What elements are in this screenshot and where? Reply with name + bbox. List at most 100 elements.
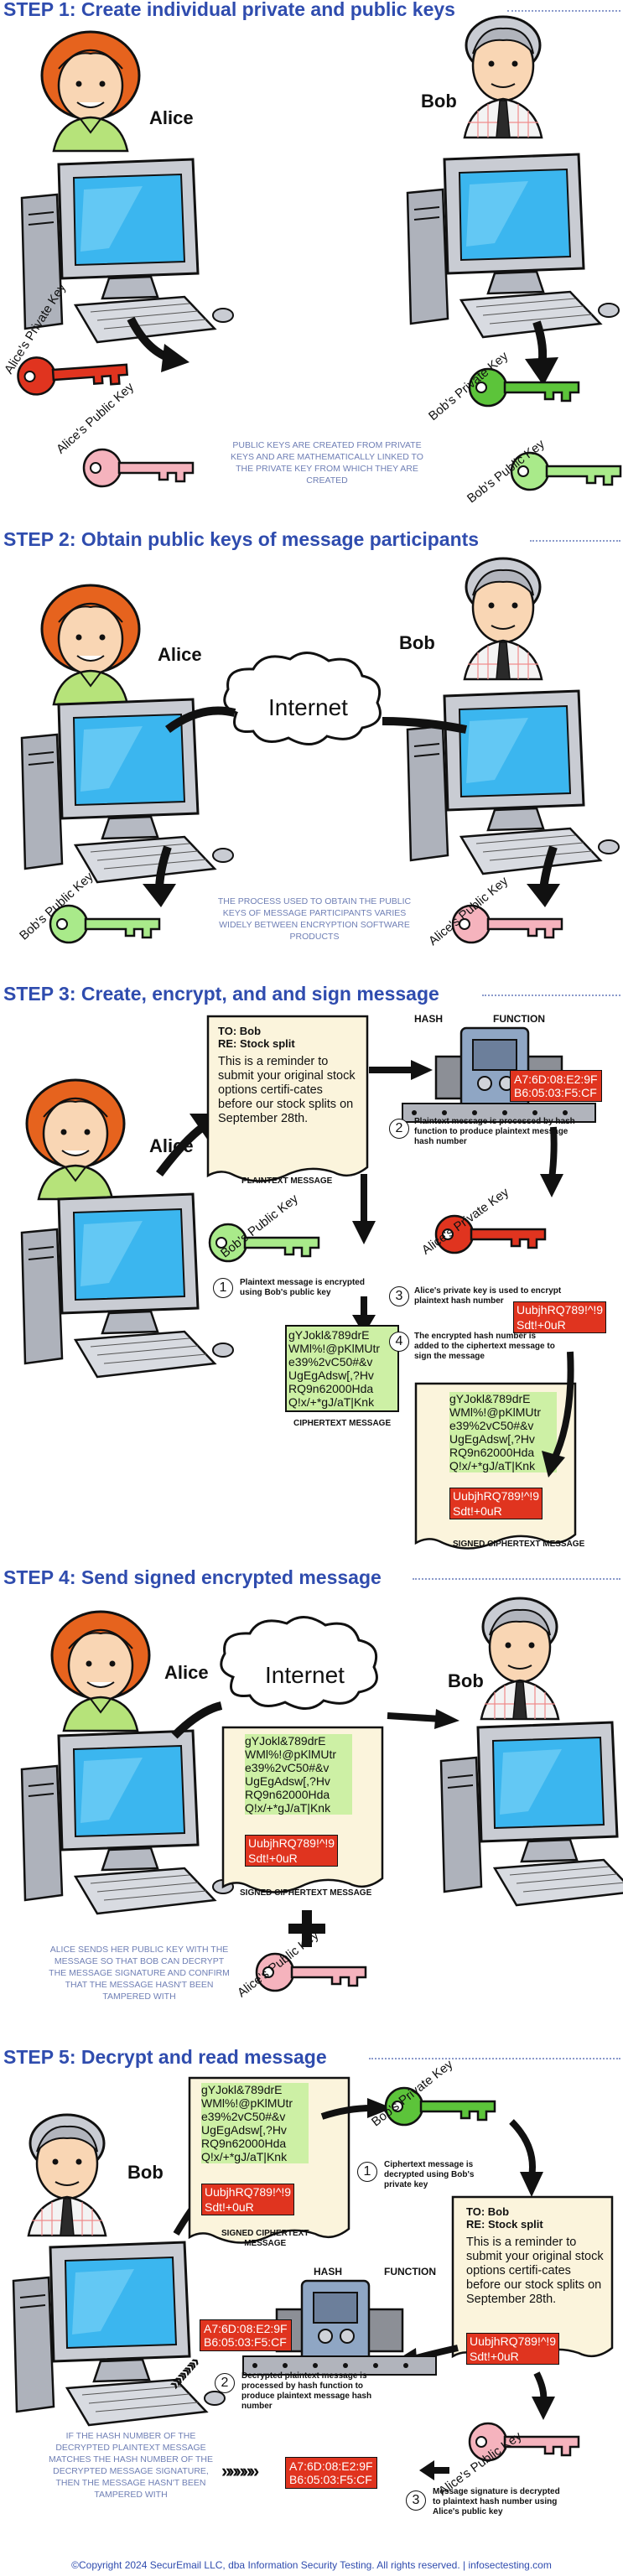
signature-line-2: Sdt!+0uR	[246, 1851, 338, 1866]
cipher-line: UgEgAdsw[,?Hv	[449, 1432, 557, 1446]
cipher-line: WMl%!@pKlMUtr	[201, 2096, 309, 2110]
step-1-note: PUBLIC KEYS ARE CREATED FROM PRIVATE KEY…	[231, 440, 423, 486]
step-4-note: ALICE SENDS HER PUBLIC KEY WITH THE MESS…	[49, 1945, 230, 2002]
signed-ciphertext-caption: SIGNED CIPHERTEXT MESSAGE	[221, 2229, 309, 2249]
signature-line-2: Sdt!+0uR	[514, 1317, 606, 1332]
title-rule	[530, 540, 620, 542]
ciphertext-message: gYJokl&789drE WMl%!@pKlMUtr e39%2vC50#&v…	[285, 1325, 399, 1412]
arrow-icon	[509, 2119, 543, 2197]
title-rule	[369, 2058, 620, 2059]
hash-line-1: A7:6D:08:E2:9F	[289, 2459, 373, 2473]
step-5-note: IF THE HASH NUMBER OF THE DECRYPTED PLAI…	[48, 2431, 214, 2500]
cipher-line: e39%2vC50#&v	[245, 1761, 352, 1774]
cipher-line: e39%2vC50#&v	[201, 2110, 309, 2123]
cipher-line: RQ9n62000Hda	[449, 1446, 557, 1459]
signed-ciphertext-message: gYJokl&789drE WMl%!@pKlMUtr e39%2vC50#&v…	[245, 1734, 352, 1815]
hash-function-machine	[241, 2279, 438, 2376]
step-3-title: STEP 3: Create, encrypt, and and sign me…	[3, 983, 439, 1005]
bob-name: Bob	[421, 91, 457, 112]
step-3-text-3: Alice's private key is used to encrypt p…	[414, 1286, 562, 1306]
step-1-title: STEP 1: Create individual private and pu…	[3, 0, 455, 20]
alice-avatar	[25, 1078, 126, 1201]
copyright-footer: ©Copyright 2024 SecurEmail LLC, dba Info…	[71, 2559, 552, 2571]
cipher-line: RQ9n62000Hda	[245, 1788, 352, 1801]
alice-name: Alice	[149, 107, 194, 128]
bob-avatar	[480, 1597, 560, 1721]
chevrons-icon: »»»»»	[221, 2460, 259, 2481]
cipher-line: WMl%!@pKlMUtr	[288, 1342, 396, 1355]
step-3-text-1: Plaintext message is encrypted using Bob…	[240, 1278, 365, 1297]
hash-label: HASH	[314, 2266, 343, 2277]
signature-line-1: UubjhRQ789!^!9	[246, 1836, 338, 1851]
bob-computer	[439, 1721, 623, 1907]
title-rule	[482, 995, 620, 996]
plaintext-message: TO: Bob RE: Stock split This is a remind…	[466, 2205, 609, 2307]
cipher-line: e39%2vC50#&v	[288, 1355, 396, 1368]
bob-private-key-icon	[468, 367, 580, 408]
alice-private-key-icon	[15, 350, 130, 397]
plaintext-caption: PLAINTEXT MESSAGE	[241, 1176, 333, 1186]
step-3-text-2: Plaintext message is processed by hash f…	[414, 1117, 575, 1146]
alice-avatar	[40, 584, 141, 706]
cipher-line: Q!x/+*gJ/aT|Knk	[201, 2150, 309, 2163]
step-3-text-4: The encrypted hash number is added to th…	[414, 1332, 555, 1361]
signed-ciphertext-message: gYJokl&789drE WMl%!@pKlMUtr e39%2vC50#&v…	[449, 1392, 557, 1472]
cipher-line: gYJokl&789drE	[449, 1392, 557, 1405]
message-body: This is a reminder to submit your origin…	[218, 1055, 356, 1125]
caption-line: MESSAGE	[244, 2239, 287, 2248]
arrow-icon	[532, 2371, 555, 2420]
bob-public-key-icon	[510, 451, 622, 491]
step-5-title: STEP 5: Decrypt and read message	[3, 2046, 327, 2068]
signature-line-1: UubjhRQ789!^!9	[514, 1302, 606, 1317]
cipher-line: RQ9n62000Hda	[288, 1382, 396, 1395]
message-re: RE: Stock split	[466, 2218, 543, 2231]
signature-line-1: UubjhRQ789!^!9	[202, 2184, 294, 2199]
cipher-line: UgEgAdsw[,?Hv	[288, 1368, 396, 1382]
bob-public-key-icon	[49, 904, 161, 944]
arrow-icon	[419, 2460, 449, 2480]
hash-number: A7:6D:08:E2:9F B6:05:03:F5:CF	[510, 1070, 602, 1102]
arrow-icon	[540, 1126, 563, 1197]
arrow-icon	[352, 1174, 376, 1244]
bob-name: Bob	[127, 2162, 164, 2183]
arrow-icon	[369, 1060, 433, 1080]
function-label: FUNCTION	[384, 2266, 436, 2277]
plus-icon	[288, 1910, 325, 1947]
alice-name: Alice	[158, 644, 202, 665]
bob-avatar	[463, 557, 543, 681]
alice-computer	[20, 1729, 235, 1915]
alice-name: Alice	[164, 1662, 209, 1683]
alice-avatar	[40, 30, 141, 153]
signature-line-2: Sdt!+0uR	[467, 2349, 559, 2364]
cipher-line: Q!x/+*gJ/aT|Knk	[288, 1395, 396, 1409]
step-2-title: STEP 2: Obtain public keys of message pa…	[3, 528, 480, 550]
message-to: TO: Bob	[466, 2205, 510, 2218]
signature-line-1: UubjhRQ789!^!9	[467, 2334, 559, 2349]
step-4-title: STEP 4: Send signed encrypted message	[3, 1566, 382, 1588]
hash-number: A7:6D:08:E2:9F B6:05:03:F5:CF	[200, 2319, 292, 2351]
message-body: This is a reminder to submit your origin…	[466, 2236, 604, 2306]
step-2-note: THE PROCESS USED TO OBTAIN THE PUBLIC KE…	[217, 896, 412, 942]
arrow-icon	[320, 2098, 392, 2120]
title-rule	[507, 10, 620, 12]
hash-line-1: A7:6D:08:E2:9F	[204, 2322, 288, 2335]
cipher-line: UgEgAdsw[,?Hv	[201, 2123, 309, 2137]
step-5-text-2: Decrypted plaintext message is processed…	[241, 2371, 372, 2411]
step-number: 3	[406, 2490, 426, 2511]
arrow-icon	[127, 316, 189, 372]
step-number: 2	[389, 1119, 409, 1139]
step-5-text-3: Message signature is decrypted to plaint…	[433, 2487, 560, 2516]
hash-line-2: B6:05:03:F5:CF	[289, 2473, 372, 2486]
connection-line	[171, 1701, 223, 1739]
cipher-line: Q!x/+*gJ/aT|Knk	[245, 1801, 352, 1815]
bob-computer	[406, 153, 620, 339]
signature: UubjhRQ789!^!9 Sdt!+0uR	[449, 1488, 543, 1519]
hash-number: A7:6D:08:E2:9F B6:05:03:F5:CF	[285, 2457, 377, 2489]
message-to: TO: Bob	[218, 1025, 262, 1037]
step-number: 2	[215, 2373, 235, 2393]
cipher-line: RQ9n62000Hda	[201, 2137, 309, 2150]
ciphertext-caption: CIPHERTEXT MESSAGE	[293, 1419, 392, 1428]
internet-label: Internet	[268, 694, 348, 720]
signed-ciphertext-caption: SIGNED CIPHERTEXT MESSAGE	[240, 1888, 372, 1898]
step-number: 3	[389, 1286, 409, 1306]
